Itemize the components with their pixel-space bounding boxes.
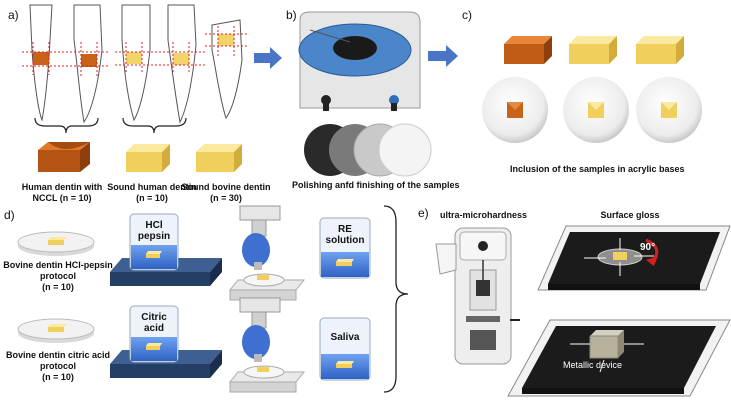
brushing-machine-1 <box>228 205 306 301</box>
block-c-sound-2 <box>636 36 684 64</box>
panel-label-a: a) <box>8 8 19 22</box>
beaker-label-citric-line2: acid <box>143 323 164 334</box>
panel-label-e: e) <box>418 206 429 220</box>
block-c-sound-1 <box>569 36 617 64</box>
caption-inclusion: Inclusion of the samples in acrylic base… <box>510 164 685 174</box>
metallic-device-label: Metallic device <box>563 360 623 370</box>
acrylic-base-sound-1 <box>563 77 629 143</box>
caption-sound-bovine-line1: Sound bovine dentin <box>181 182 271 192</box>
beaker-label-re: RE solution <box>320 224 370 246</box>
caption-ultra-microhardness: ultra-microhardness <box>440 210 528 220</box>
beaker-label-hcl-line1: HCl <box>145 220 163 231</box>
arrow-a-to-b <box>254 47 282 69</box>
caption-hcl-protocol-line3: (n = 10) <box>42 282 74 292</box>
block-c-nccl <box>504 36 552 64</box>
arrow-b-to-c <box>428 45 458 67</box>
angle-label: 90° <box>640 242 656 253</box>
tooth-bovine <box>211 19 243 120</box>
beaker-label-citric: Citric acid <box>130 312 178 334</box>
caption-citric-protocol-line3: (n = 10) <box>42 372 74 382</box>
caption-hcl-protocol-line2: protocol <box>40 271 76 281</box>
caption-human-nccl-line2: NCCL (n = 10) <box>32 193 92 203</box>
brushing-machine-2 <box>228 297 306 393</box>
beaker-label-citric-line1: Citric <box>141 312 167 323</box>
caption-sound-human-line1: Sound human dentin <box>107 182 197 192</box>
sample-disc-citric <box>17 318 95 343</box>
cut-lines <box>22 26 248 76</box>
caption-polishing: Polishing anfd finishing of the samples <box>292 180 460 190</box>
caption-hcl-protocol-line1: Bovine dentin HCl-pepsin <box>3 260 113 270</box>
tooth-sound-1 <box>121 4 151 122</box>
caption-human-nccl-line1: Human dentin with <box>21 182 103 192</box>
polishing-machine <box>298 11 421 111</box>
beaker-label-hcl: HCl pepsin <box>130 220 178 242</box>
block-sound-human <box>126 144 170 172</box>
caption-citric-protocol: Bovine dentin citric acid protocol (n = … <box>2 350 114 383</box>
caption-human-nccl: Human dentin with NCCL (n = 10) <box>12 182 112 204</box>
caption-surface-gloss: Surface gloss <box>600 210 660 220</box>
caption-sound-human: Sound human dentin (n = 10) <box>102 182 202 204</box>
tooth-nccl-2 <box>73 4 103 124</box>
caption-sound-human-line2: (n = 10) <box>136 193 168 203</box>
beaker-label-saliva: Saliva <box>330 332 360 343</box>
beaker-re-solution <box>319 217 371 279</box>
stirrer-citric <box>110 305 222 378</box>
panel-label-d: d) <box>4 208 15 222</box>
block-sound-bovine <box>196 144 242 172</box>
caption-hcl-protocol: Bovine dentin HCl-pepsin protocol (n = 1… <box>2 260 114 293</box>
panel-label-c: c) <box>462 8 472 22</box>
caption-sound-bovine-line2: (n = 30) <box>210 193 242 203</box>
polishing-discs <box>304 123 432 177</box>
caption-citric-protocol-line1: Bovine dentin citric acid <box>5 350 111 360</box>
caption-sound-bovine: Sound bovine dentin (n = 30) <box>180 182 272 204</box>
brace-d-to-e <box>383 205 409 393</box>
panel-label-b: b) <box>286 8 297 22</box>
microhardness-tester <box>435 227 520 365</box>
tooth-sound-2 <box>167 4 197 124</box>
block-nccl <box>38 142 90 172</box>
beaker-label-re-line2: solution <box>325 235 365 246</box>
braces <box>34 117 187 134</box>
gloss-plate-90 <box>537 225 731 291</box>
acrylic-base-sound-2 <box>636 77 702 143</box>
beaker-label-hcl-line2: pepsin <box>137 231 171 242</box>
gloss-plate-device <box>507 319 731 397</box>
acrylic-base-nccl <box>482 77 548 143</box>
sample-disc-hcl <box>17 231 95 256</box>
caption-citric-protocol-line2: protocol <box>40 361 76 371</box>
beaker-label-re-line1: RE <box>338 224 352 235</box>
beaker-saliva <box>319 317 371 381</box>
stirrer-hcl <box>110 213 222 286</box>
